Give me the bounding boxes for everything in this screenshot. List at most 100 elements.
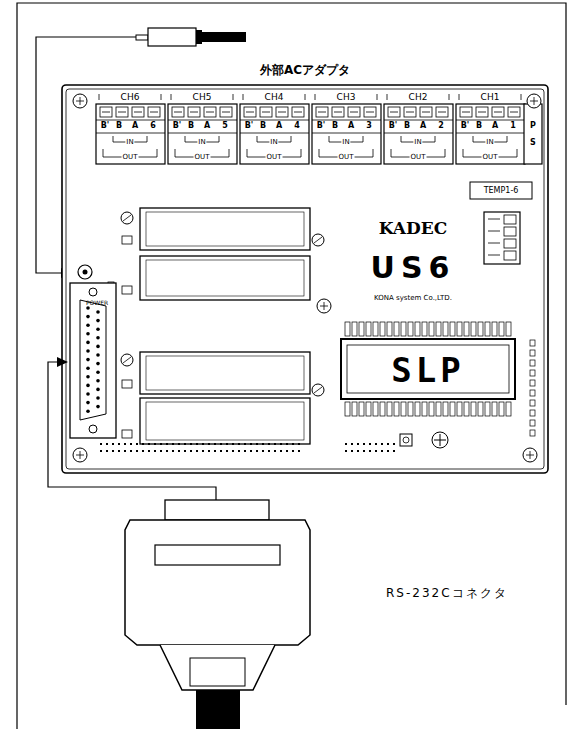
- relay-part: [122, 430, 132, 438]
- signal-name: OUT: [338, 154, 355, 161]
- hole-cross: [526, 451, 534, 459]
- sensor-screw: [504, 215, 516, 224]
- signal-name: IN: [413, 139, 422, 146]
- header-dot: [268, 450, 270, 452]
- ch-tick: [171, 94, 172, 100]
- header-dot: [130, 443, 132, 445]
- terminal-pin: B': [101, 122, 110, 130]
- terminal-screw: [276, 107, 288, 117]
- rs232-leader: [48, 362, 216, 500]
- ch-tick: [521, 94, 522, 100]
- terminal-pin: B': [317, 122, 326, 130]
- screw-slot: [390, 112, 398, 113]
- channel-name: CH5: [193, 93, 212, 102]
- sensor-pin: [488, 231, 500, 232]
- header-dot: [256, 450, 258, 452]
- db25-pin: [86, 401, 90, 405]
- relay: [140, 256, 310, 300]
- rotary-switch: [432, 432, 448, 448]
- trimmer-slot: [123, 357, 131, 363]
- db25-pin: [96, 396, 100, 400]
- lcd-pin: [478, 322, 483, 336]
- terminal-screw: [204, 107, 216, 117]
- hole-cross: [530, 97, 538, 105]
- relay: [140, 352, 310, 394]
- relay: [140, 208, 310, 250]
- db25-pin: [96, 336, 100, 340]
- screw-slot: [318, 112, 326, 113]
- terminal-screw: [100, 107, 112, 117]
- mounting-hole: [73, 94, 87, 108]
- header-dot: [232, 450, 234, 452]
- header-dot: [100, 450, 102, 452]
- terminal-pin: B: [404, 122, 410, 130]
- lcd-pin: [415, 402, 420, 416]
- screw-slot: [366, 112, 374, 113]
- trimmer-slot: [123, 215, 131, 221]
- signal-name: OUT: [122, 154, 139, 161]
- terminal-housing: [312, 104, 381, 164]
- lcd-pin: [352, 402, 357, 416]
- terminal-pin: B': [173, 122, 182, 130]
- lcd-pin: [485, 402, 490, 416]
- page-frame: [17, 3, 566, 729]
- lcd-pin: [450, 402, 455, 416]
- ch-tick: [305, 94, 306, 100]
- screw-slot: [206, 112, 214, 113]
- lcd-pin: [485, 322, 490, 336]
- db25-screw: [89, 425, 97, 433]
- header-dot: [190, 450, 192, 452]
- push-switch: [400, 434, 412, 446]
- terminal-screw: [508, 107, 520, 117]
- header-dot: [232, 443, 234, 445]
- terminal-screw: [388, 107, 400, 117]
- trimmer: [121, 354, 133, 366]
- terminal-divider: [240, 120, 309, 121]
- ps-terminal: [524, 104, 542, 164]
- lcd-pin: [478, 402, 483, 416]
- lcd-pin: [436, 402, 441, 416]
- ch-tick: [377, 94, 378, 100]
- power-jack: [78, 265, 92, 279]
- circuit-board: [62, 85, 548, 473]
- header-dot: [280, 450, 282, 452]
- terminal-housing: [240, 104, 309, 164]
- db25-pin: [96, 327, 100, 331]
- adapter-caption: 外部ACアダプタ: [260, 64, 350, 76]
- header-dot: [100, 443, 102, 445]
- header-dot: [381, 443, 383, 445]
- ch-tick: [233, 94, 234, 100]
- db25-pin: [86, 341, 90, 345]
- channel-number: 6: [150, 122, 156, 130]
- mounting-hole: [317, 299, 331, 313]
- relay-inner: [146, 260, 304, 296]
- ch-tick: [243, 94, 244, 100]
- db25-pin: [86, 358, 90, 362]
- header-dot: [387, 450, 389, 452]
- header-dot: [166, 450, 168, 452]
- header-dot: [363, 450, 365, 452]
- lcd-pin: [506, 402, 511, 416]
- trimmer-slot: [314, 387, 322, 393]
- header-dot: [202, 450, 204, 452]
- header-dot: [250, 450, 252, 452]
- header-dot: [226, 450, 228, 452]
- terminal-pin: B: [260, 122, 266, 130]
- sensor-screw: [504, 239, 516, 248]
- terminal-divider: [96, 120, 165, 121]
- header-dot: [130, 450, 132, 452]
- terminal-screw: [148, 107, 160, 117]
- sensor-terminal: [484, 212, 520, 264]
- db25-pin: [96, 310, 100, 314]
- db25-pin: [96, 370, 100, 374]
- db25-pin: [96, 319, 100, 323]
- hole-cross: [320, 302, 328, 310]
- screw-slot: [118, 112, 126, 113]
- db25-pin: [96, 405, 100, 409]
- lcd-pin: [345, 402, 350, 416]
- header-pin: [530, 420, 535, 426]
- screw-slot: [102, 112, 110, 113]
- header-dot: [118, 443, 120, 445]
- relay-inner: [146, 212, 304, 246]
- ch-tick: [459, 94, 460, 100]
